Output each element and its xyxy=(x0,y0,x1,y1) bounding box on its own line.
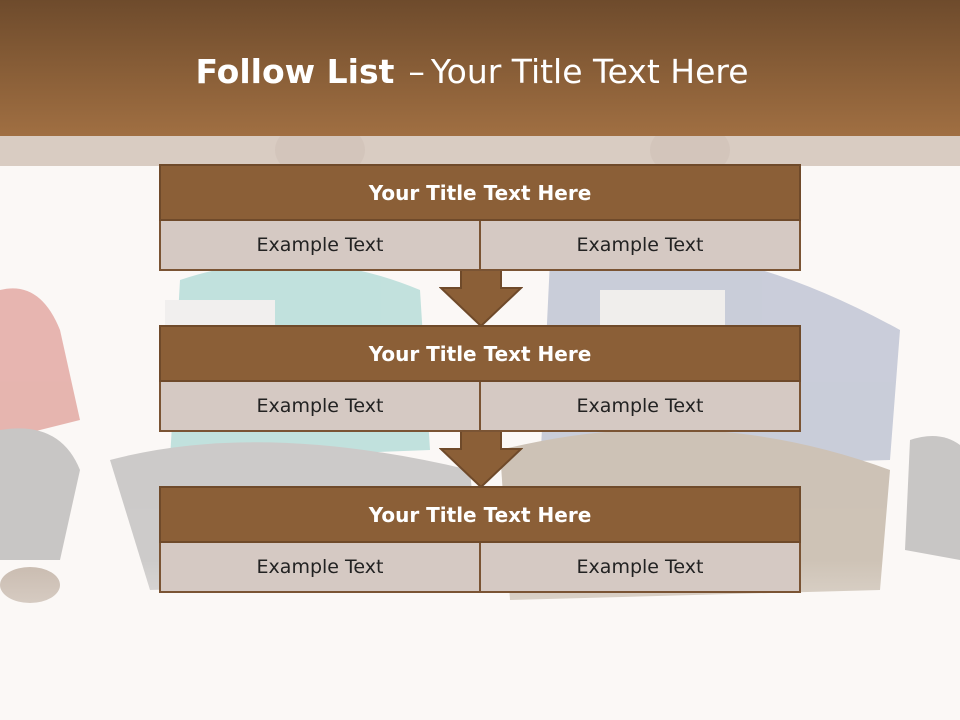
header-strip xyxy=(0,136,960,166)
step-title: Your Title Text Here xyxy=(159,486,801,543)
step-box-1: Your Title Text Here Example Text Exampl… xyxy=(159,164,801,271)
slide-title-bold: Follow List xyxy=(195,52,395,91)
down-arrow-icon xyxy=(439,270,523,328)
step-row: Example Text Example Text xyxy=(159,543,801,593)
slide-title: Follow List–Your Title Text Here xyxy=(0,52,944,91)
header-band xyxy=(0,0,960,136)
step-box-3: Your Title Text Here Example Text Exampl… xyxy=(159,486,801,593)
slide-title-rest: Your Title Text Here xyxy=(430,52,749,91)
step-left-text: Example Text xyxy=(159,221,479,271)
step-left-text: Example Text xyxy=(159,543,479,593)
step-row: Example Text Example Text xyxy=(159,382,801,432)
down-arrow-icon xyxy=(439,431,523,489)
step-left-text: Example Text xyxy=(159,382,479,432)
step-box-2: Your Title Text Here Example Text Exampl… xyxy=(159,325,801,432)
step-right-text: Example Text xyxy=(479,543,801,593)
step-title: Your Title Text Here xyxy=(159,164,801,221)
step-title: Your Title Text Here xyxy=(159,325,801,382)
step-row: Example Text Example Text xyxy=(159,221,801,271)
step-right-text: Example Text xyxy=(479,221,801,271)
slide-title-dash: – xyxy=(408,52,425,91)
step-right-text: Example Text xyxy=(479,382,801,432)
